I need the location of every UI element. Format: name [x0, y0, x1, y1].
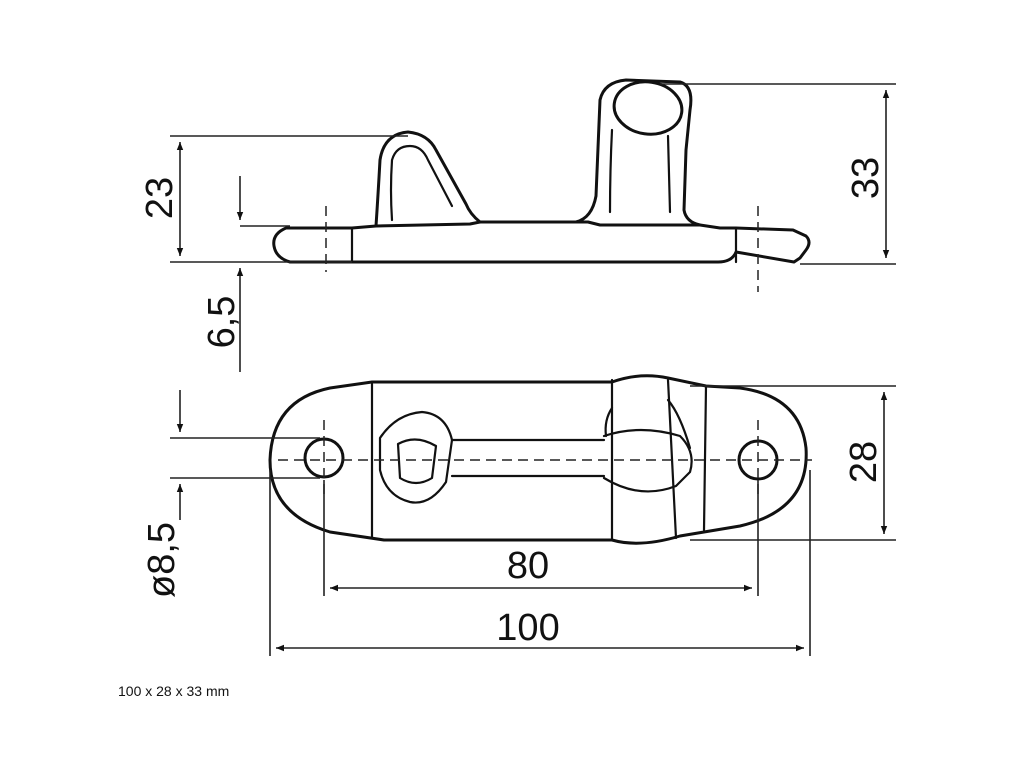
- size-caption: 100 x 28 x 33 mm: [118, 683, 230, 699]
- dim-height-total: 33: [845, 157, 887, 199]
- dim-height-rear: 23: [139, 177, 181, 219]
- top-view: [170, 374, 896, 656]
- dim-length: 100: [496, 607, 559, 649]
- side-view: [170, 78, 896, 372]
- dim-hole-spacing: 80: [507, 545, 549, 587]
- dim-base-thickness: 6,5: [201, 296, 243, 349]
- dim-hole-diameter: ø8,5: [141, 522, 183, 598]
- dim-width: 28: [843, 441, 885, 483]
